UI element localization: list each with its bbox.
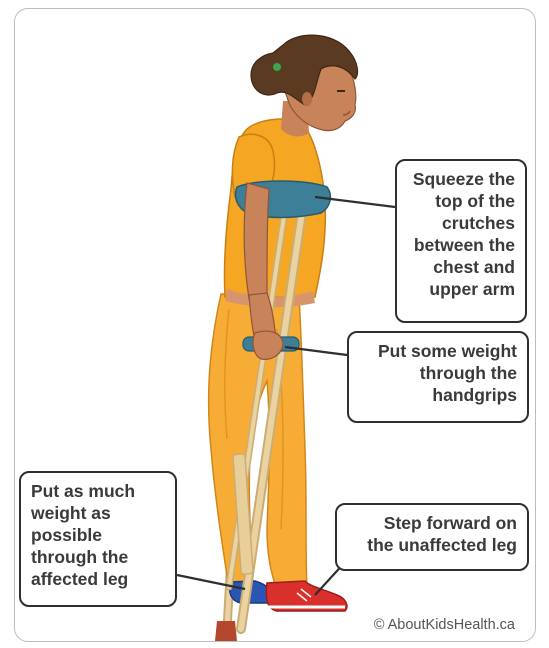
copyright-text: © AboutKidsHealth.ca <box>374 617 515 633</box>
callout-step-forward: Step forward on the unaffected leg <box>335 503 529 571</box>
figure-frame: Squeeze the top of the crutches between … <box>14 8 536 642</box>
callout-affected-leg: Put as much weight as possible through t… <box>19 471 177 607</box>
callout-squeeze-top: Squeeze the top of the crutches between … <box>395 159 527 323</box>
callout-handgrips: Put some weight through the handgrips <box>347 331 529 423</box>
